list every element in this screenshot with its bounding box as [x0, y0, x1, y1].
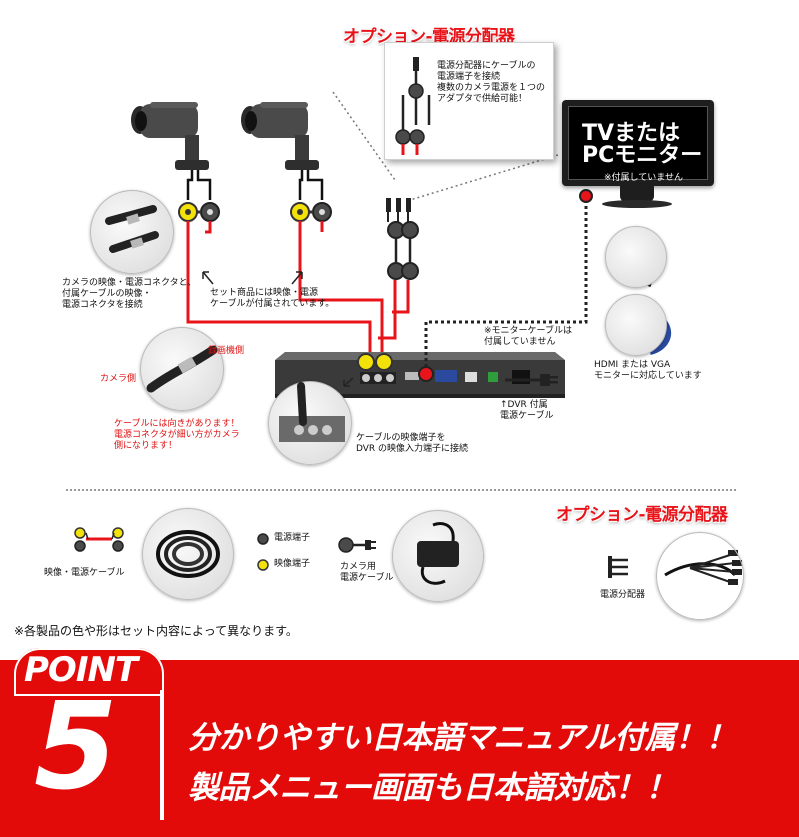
monitor-base: [602, 200, 672, 208]
point-number: 5: [34, 688, 118, 808]
direction-warning: ケーブルには向きがあります！ 電源コネクタが細い方がカメラ 側になります！: [114, 419, 240, 452]
legend-camera-power-label: カメラ用 電源ケーブル: [340, 562, 393, 584]
video-connector: [179, 203, 197, 221]
footnote: ※各製品の色や形はセット内容によって異なります。: [14, 622, 298, 639]
point-line-1: 分かりやすい日本語マニュアル付属！！: [188, 712, 736, 757]
point-line-2: 製品メニュー画面も日本語対応！！: [188, 762, 676, 807]
dvr-side-label: 録画機側: [208, 346, 244, 357]
legend-power-label: 電源端子: [274, 533, 310, 544]
callout-guide-line: [410, 155, 558, 200]
legend-cable-label: 映像・電源ケーブル: [44, 568, 124, 579]
camera-icon: [241, 102, 319, 170]
cable-direction-photo: [140, 327, 224, 411]
splitter-callout: 電源分配器にケーブルの 電源端子を接続 複数のカメラ電源を１つの アダプタで供給…: [384, 42, 554, 160]
monitor-note: ※付属していません: [604, 170, 683, 183]
callout-text: 電源分配器にケーブルの 電源端子を接続 複数のカメラ電源を１つの アダプタで供給…: [437, 61, 545, 105]
video-connector: [291, 203, 309, 221]
legend-cable-icon: [75, 528, 123, 551]
power-adapter-photo: [392, 510, 484, 602]
camera-connector-label: カメラの映像・電源コネクタと、 付属ケーブルの映像・ 電源コネクタを接続: [62, 278, 196, 311]
cable-photo: [142, 508, 234, 600]
camera-icon: [131, 102, 209, 170]
dvr-input-photo: [268, 381, 352, 465]
option-splitter-title-2: オプション-電源分配器: [556, 500, 728, 525]
legend-video-label: 映像端子: [274, 559, 310, 570]
hdmi-vga-label: HDMI または VGA モニターに対応しています: [594, 360, 702, 382]
power-splitter-icon: [386, 198, 418, 279]
legend-camera-power-icon: [339, 538, 376, 552]
splitter-detail-icon: [391, 55, 439, 155]
dvr-power-label: ↑DVR 付属 電源ケーブル: [500, 400, 553, 422]
power-connector: [201, 203, 219, 221]
monitor-cable-label: ※モニターケーブルは 付属していません: [484, 326, 572, 348]
power-connector: [313, 203, 331, 221]
point-divider: [160, 690, 164, 820]
monitor-line-2: PCモニター: [582, 144, 702, 168]
section-divider: [66, 489, 736, 491]
legend-power-dot: [258, 534, 268, 544]
monitor-screen: TVまたは PCモニター ※付属していません: [562, 100, 714, 186]
camera-side-label: カメラ側: [100, 374, 136, 385]
legend-splitter-icon: [608, 556, 628, 578]
splitter-photo-frame: [656, 532, 744, 620]
vga-photo-frame: [605, 294, 667, 356]
hdmi-photo-frame: [605, 226, 667, 288]
legend-splitter-label: 電源分配器: [600, 590, 645, 601]
set-cables-label: セット商品には映像・電源 ケーブルが付属されています。: [210, 288, 334, 310]
video-input-label: ケーブルの映像端子を DVR の映像入力端子に接続: [356, 433, 468, 455]
connector-photo: [90, 190, 174, 274]
legend-video-dot: [258, 560, 268, 570]
